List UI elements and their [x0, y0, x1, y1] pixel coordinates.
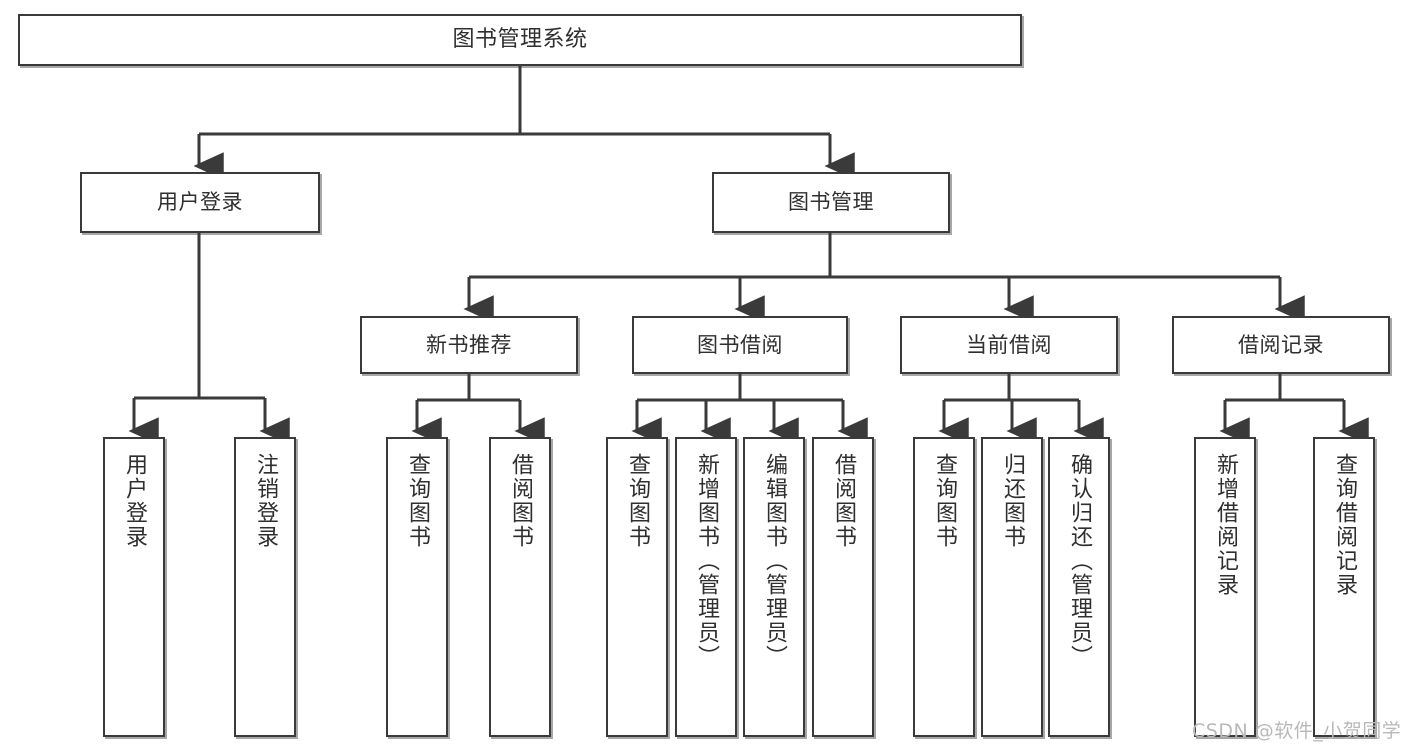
- leaf-label: 借阅图书: [831, 453, 856, 549]
- node-new-book-recommend[interactable]: 新书推荐: [360, 316, 578, 374]
- leaf-book-borrow-borrow[interactable]: 借阅图书: [812, 437, 874, 737]
- node-current-borrow[interactable]: 当前借阅: [900, 316, 1118, 374]
- leaf-label: 归还图书: [1000, 453, 1025, 549]
- node-borrow-record[interactable]: 借阅记录: [1172, 316, 1390, 374]
- leaf-new-book-borrow[interactable]: 借阅图书: [489, 437, 551, 737]
- leaf-current-borrow-query[interactable]: 查询图书: [913, 437, 975, 737]
- node-borrow-record-label: 借阅记录: [1238, 332, 1324, 357]
- leaf-label: 借阅图书: [508, 453, 533, 549]
- node-book-borrow[interactable]: 图书借阅: [632, 316, 848, 374]
- leaf-label: 用户登录: [122, 453, 147, 549]
- node-root-label: 图书管理系统: [452, 27, 588, 53]
- leaf-label: 新增图书（管理员）: [694, 453, 719, 669]
- leaf-book-borrow-edit[interactable]: 编辑图书（管理员）: [743, 437, 805, 737]
- leaf-new-book-query[interactable]: 查询图书: [386, 437, 448, 737]
- leaf-book-borrow-query[interactable]: 查询图书: [606, 437, 668, 737]
- node-book-borrow-label: 图书借阅: [697, 332, 783, 357]
- csdn-watermark: CSDN @软件_小贺同学: [1192, 720, 1402, 742]
- node-user-login-label: 用户登录: [157, 190, 243, 215]
- leaf-label: 查询图书: [932, 453, 957, 549]
- node-new-book-recommend-label: 新书推荐: [426, 332, 512, 357]
- leaf-current-borrow-return[interactable]: 归还图书: [981, 437, 1043, 737]
- leaf-label: 注销登录: [253, 453, 278, 549]
- leaf-current-borrow-confirm-return[interactable]: 确认归还（管理员）: [1048, 437, 1110, 737]
- leaf-borrow-record-add[interactable]: 新增借阅记录: [1194, 437, 1256, 737]
- node-book-management[interactable]: 图书管理: [712, 172, 950, 233]
- leaf-borrow-record-query[interactable]: 查询借阅记录: [1313, 437, 1375, 737]
- node-root[interactable]: 图书管理系统: [18, 14, 1022, 66]
- leaf-user-login-login[interactable]: 用户登录: [103, 437, 165, 737]
- leaf-label: 查询借阅记录: [1332, 453, 1357, 597]
- leaf-label: 编辑图书（管理员）: [762, 453, 787, 669]
- leaf-label: 查询图书: [405, 453, 430, 549]
- leaf-label: 确认归还（管理员）: [1067, 453, 1092, 669]
- node-current-borrow-label: 当前借阅: [966, 332, 1052, 357]
- node-book-management-label: 图书管理: [788, 190, 874, 215]
- leaf-label: 查询图书: [625, 453, 650, 549]
- node-user-login[interactable]: 用户登录: [80, 172, 320, 233]
- leaf-user-login-logout[interactable]: 注销登录: [234, 437, 296, 737]
- leaf-label: 新增借阅记录: [1213, 453, 1238, 597]
- leaf-book-borrow-add[interactable]: 新增图书（管理员）: [675, 437, 737, 737]
